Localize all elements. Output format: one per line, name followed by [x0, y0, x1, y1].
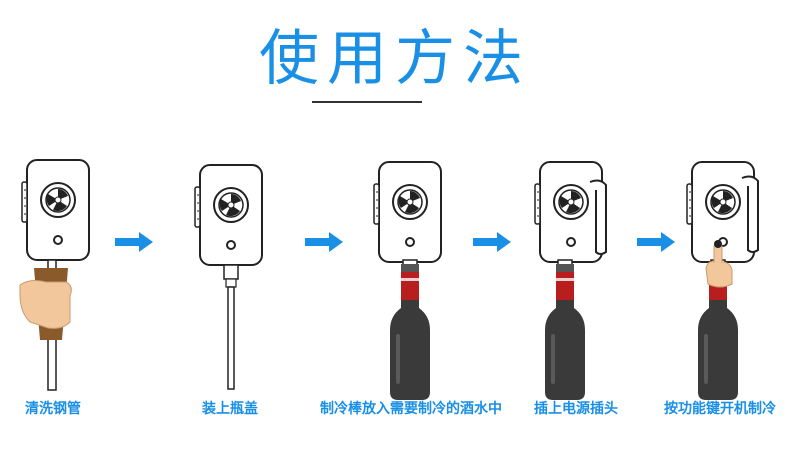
arrow-right-icon — [305, 232, 343, 252]
title-underline — [312, 101, 422, 103]
step-5-label: 按功能键开机制冷 — [664, 401, 776, 417]
arrow-right-icon — [115, 232, 153, 252]
arrow-right-icon — [473, 232, 511, 252]
arrow-right-icon — [637, 232, 675, 252]
step-1-device-icon — [19, 159, 90, 391]
step-1-label: 清洗钢管 — [25, 401, 81, 417]
step-5-device-icon — [686, 161, 759, 400]
step-3-device-icon — [373, 161, 442, 400]
step-4-label: 插上电源插头 — [534, 401, 618, 417]
step-2-device-icon — [194, 164, 263, 390]
page-title: 使用方法 — [259, 24, 531, 94]
step-2-label: 装上瓶盖 — [202, 401, 258, 417]
step-4-device-icon — [534, 161, 607, 400]
step-3-label: 制冷棒放入需要制冷的酒水中 — [320, 401, 502, 417]
